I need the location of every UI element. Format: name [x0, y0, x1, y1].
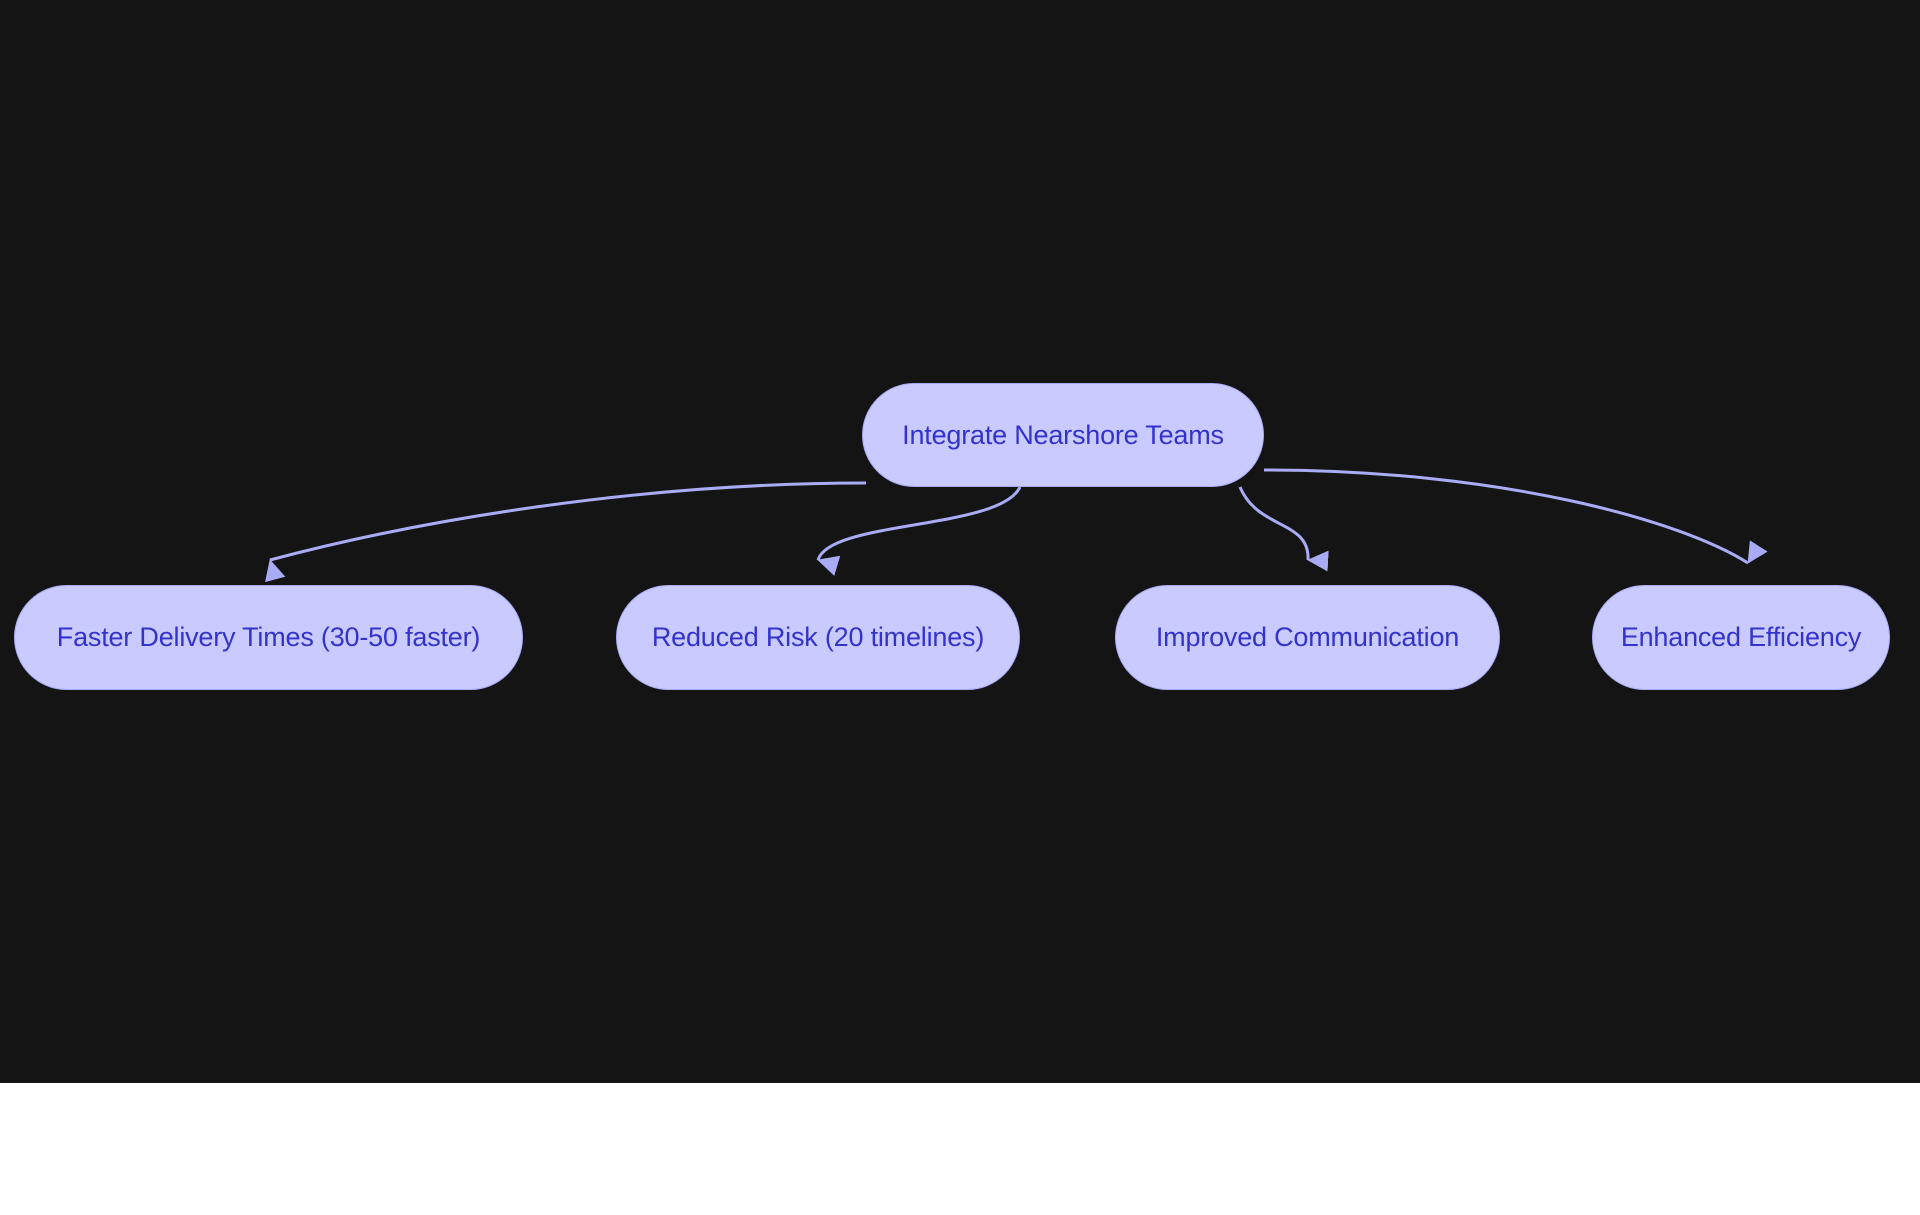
diagram-canvas: Integrate Nearshore Teams Faster Deliver… — [0, 0, 1920, 1083]
edge-layer — [265, 468, 1768, 583]
node-leaf-3-label: Improved Communication — [1155, 622, 1460, 652]
node-leaf-1-label: Faster Delivery Times (30-50 faster) — [56, 622, 481, 652]
node-improved-communication[interactable]: Improved Communication — [1115, 585, 1500, 690]
edge-root-to-leaf-1 — [265, 481, 867, 583]
node-faster-delivery-times[interactable]: Faster Delivery Times (30-50 faster) — [14, 585, 523, 690]
footer-bar — [0, 1083, 1920, 1215]
edge-root-to-leaf-3 — [1238, 486, 1329, 572]
edge-root-to-leaf-2 — [816, 486, 1022, 576]
node-leaf-2-label: Reduced Risk (20 timelines) — [651, 622, 985, 652]
node-root-label: Integrate Nearshore Teams — [902, 419, 1224, 450]
node-reduced-risk[interactable]: Reduced Risk (20 timelines) — [616, 585, 1020, 690]
node-integrate-nearshore-teams[interactable]: Integrate Nearshore Teams — [862, 383, 1264, 487]
edge-root-to-leaf-4 — [1263, 468, 1768, 565]
node-enhanced-efficiency[interactable]: Enhanced Efficiency — [1592, 585, 1890, 690]
node-leaf-4-label: Enhanced Efficiency — [1620, 622, 1862, 652]
